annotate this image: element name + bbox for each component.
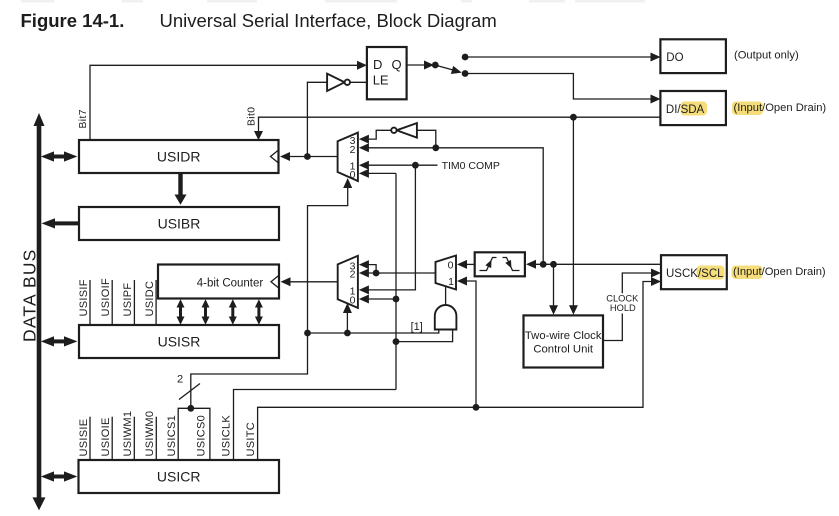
svg-text:USCK/SCL: USCK/SCL xyxy=(666,268,724,280)
svg-text:2: 2 xyxy=(350,144,356,156)
svg-text:Two-wire Clock: Two-wire Clock xyxy=(525,330,602,342)
svg-text:1: 1 xyxy=(448,276,454,288)
svg-text:[1]: [1] xyxy=(411,321,423,333)
svg-text:Bit7: Bit7 xyxy=(78,109,89,128)
svg-text:3: 3 xyxy=(350,260,356,272)
svg-text:DATA BUS: DATA BUS xyxy=(20,248,40,342)
svg-text:0: 0 xyxy=(350,295,356,307)
svg-text:USIWM0: USIWM0 xyxy=(144,411,156,457)
svg-text:CLOCK: CLOCK xyxy=(606,294,639,304)
svg-text:Figure 14-1.: Figure 14-1. xyxy=(21,10,125,31)
svg-text:USIDR: USIDR xyxy=(157,149,201,165)
svg-text:USISIF: USISIF xyxy=(78,279,90,316)
svg-text:USIBR: USIBR xyxy=(158,216,201,232)
svg-text:USIDC: USIDC xyxy=(144,281,156,317)
svg-text:Universal Serial Interface, Bl: Universal Serial Interface, Block Diagra… xyxy=(160,10,497,31)
svg-text:USICS1: USICS1 xyxy=(166,415,178,457)
svg-text:HOLD: HOLD xyxy=(610,303,636,313)
svg-text:USIPF: USIPF xyxy=(122,283,134,317)
svg-text:0: 0 xyxy=(448,260,454,272)
svg-text:1: 1 xyxy=(350,285,356,297)
svg-text:USIWM1: USIWM1 xyxy=(122,411,134,457)
svg-text:DI/SDA: DI/SDA xyxy=(666,104,705,116)
svg-text:Q: Q xyxy=(392,57,402,72)
svg-text:D: D xyxy=(373,57,382,72)
svg-text:(Output only): (Output only) xyxy=(734,50,799,62)
svg-text:USICLK: USICLK xyxy=(221,415,233,457)
svg-text:(Input/Open Drain): (Input/Open Drain) xyxy=(734,102,827,114)
svg-text:LE: LE xyxy=(373,73,389,88)
svg-text:2: 2 xyxy=(177,374,183,386)
svg-text:USICR: USICR xyxy=(157,469,201,485)
svg-text:DO: DO xyxy=(666,52,683,64)
svg-text:(Input/Open Drain): (Input/Open Drain) xyxy=(733,266,826,278)
svg-text:2: 2 xyxy=(350,269,356,281)
svg-text:3: 3 xyxy=(350,135,356,147)
svg-text:4-bit Counter: 4-bit Counter xyxy=(197,277,264,289)
svg-text:Control Unit: Control Unit xyxy=(533,344,594,356)
svg-text:Bit0: Bit0 xyxy=(247,107,258,126)
svg-text:USICS0: USICS0 xyxy=(196,415,208,457)
svg-text:TIM0 COMP: TIM0 COMP xyxy=(442,160,500,172)
svg-text:1: 1 xyxy=(350,161,356,173)
svg-text:USITC: USITC xyxy=(245,422,257,457)
svg-text:USIOIF: USIOIF xyxy=(100,278,112,316)
svg-text:USISIE: USISIE xyxy=(78,419,90,457)
svg-text:USIOIE: USIOIE xyxy=(100,417,112,456)
svg-text:0: 0 xyxy=(350,169,356,181)
svg-text:USISR: USISR xyxy=(158,334,201,350)
